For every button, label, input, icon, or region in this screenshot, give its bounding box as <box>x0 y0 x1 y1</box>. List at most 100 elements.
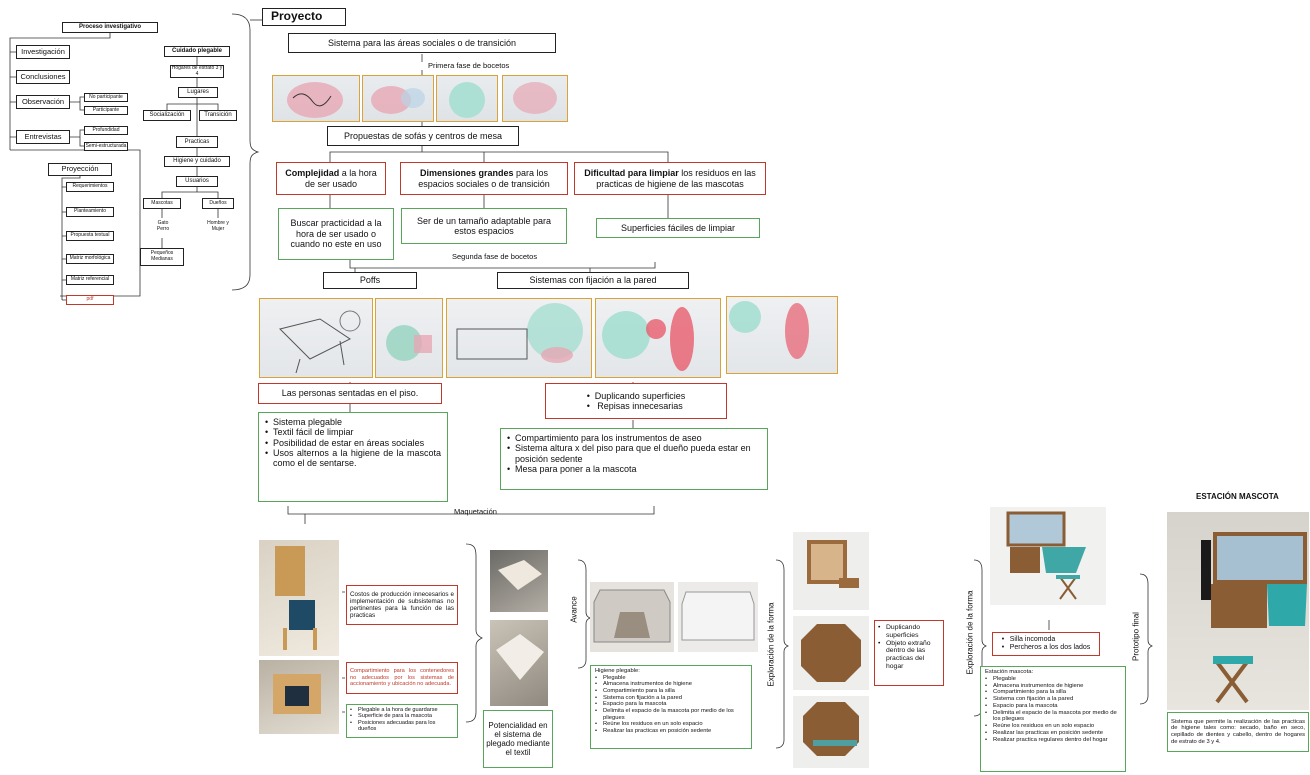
problem-dimensiones: Dimensiones grandes para los espacios so… <box>400 162 568 195</box>
costs-box: Costos de producción innecesarios e impl… <box>346 585 458 625</box>
solution-superficies: Superficies fáciles de limpiar <box>596 218 760 238</box>
avance-photo-1 <box>490 550 548 612</box>
red-mid-box: Duplicando superficies Objeto extraño de… <box>874 620 944 686</box>
problem-dificultad: Dificultad para limpiar los residuos en … <box>574 162 766 195</box>
red-mid-item: Duplicando superficies <box>878 624 940 640</box>
maqueta-photo-2 <box>259 660 339 734</box>
project-title: Proyecto <box>262 8 346 26</box>
higiene-item: Realizar las practicas en posición seden… <box>595 728 747 735</box>
problem-3-bold: Dificultad para limpiar <box>584 168 679 179</box>
node-observacion: Observación <box>16 95 70 109</box>
problem-1-rest: a la hora de ser usado <box>304 168 377 189</box>
problem-2-bold: Dimensiones grandes <box>419 168 514 179</box>
node-duenos: Dueños <box>202 198 234 209</box>
green-small-item: Plegable a la hora de guardarse <box>350 707 454 714</box>
dup-item-2: Repisas innecesarias <box>587 401 686 412</box>
problem-2-rest: para los espacios sociales o de transici… <box>418 168 550 189</box>
node-cuidado-plegable: Cuidado plegable <box>164 46 230 57</box>
node-socializacion: Socialización <box>143 110 191 121</box>
second-phase-label: Segunda fase de bocetos <box>452 252 538 261</box>
node-transicion: Transición <box>199 110 237 121</box>
node-profundidad: Profundidad <box>84 126 128 135</box>
silla-item: Percheros a los dos lados <box>1002 644 1091 652</box>
node-investigacion: Investigación <box>16 45 70 59</box>
node-propuesta-textual: Propuesta textual <box>66 231 114 241</box>
solution-tamano: Ser de un tamaño adaptable para estos es… <box>401 208 567 244</box>
higiene-render-2 <box>678 582 758 652</box>
avance-label: Avance <box>569 596 579 623</box>
people-floor-box: Las personas sentadas en el piso. <box>258 383 442 404</box>
node-entrevistas: Entrevistas <box>16 130 70 144</box>
problem-1-bold: Complejidad <box>285 168 340 179</box>
prototipo-label: Prototipo final <box>1131 612 1141 661</box>
node-matriz-referencial: Matriz referencial <box>66 275 114 285</box>
higiene-title: Higiene plegable: <box>595 668 640 674</box>
higiene-item: Almacena instrumentos de higiene <box>595 681 747 688</box>
node-lugares: Lugares <box>178 87 218 98</box>
node-proyeccion: Proyección <box>48 163 112 176</box>
estacion-item: Sistema con fijación a la pared <box>985 696 1121 703</box>
node-practicas: Practicas <box>176 136 218 148</box>
silla-item: Silla incomoda <box>1002 636 1091 644</box>
node-pdf: pdf <box>66 295 114 305</box>
sketch-3 <box>436 75 498 122</box>
potencialidad-box: Potencialidad en el sistema de plegado m… <box>483 710 553 768</box>
dup-box: Duplicando superficies Repisas innecesar… <box>545 383 727 419</box>
node-participante: Participante <box>84 106 128 115</box>
estacion-item: Plegable <box>985 676 1121 683</box>
exploracion-label-2: Exploración de la forma <box>965 590 975 675</box>
green-small-item: Superficie de para la mascota <box>350 713 454 720</box>
root-node: Proceso investigativo <box>62 22 158 33</box>
sketch-7 <box>446 298 592 378</box>
estacion-item: Compartimiento para la silla <box>985 689 1121 696</box>
node-conclusiones: Conclusiones <box>16 70 70 84</box>
wall-box: Sistemas con fijación a la pared <box>497 272 689 289</box>
problem-complejidad: Complejidad a la hora de ser usado <box>276 162 386 195</box>
node-usuarios: Usuarios <box>176 176 218 187</box>
node-pequenos-medianas: Pequeños Medianas <box>140 248 184 266</box>
node-matriz-morfologica: Matriz morfológica <box>66 254 114 264</box>
estacion-item: Realizar practica regulares dentro del h… <box>985 737 1121 744</box>
avance-photo-2 <box>490 620 548 706</box>
green-small-item: Posiciones adecuadas para los dueños <box>350 720 454 733</box>
node-requerimientos: Requerimientos <box>66 182 114 192</box>
sketch-2 <box>362 75 434 122</box>
higiene-item: Espacio para la mascota <box>595 701 747 708</box>
text-gato-perro: Gato Perro <box>156 220 170 232</box>
maqueta-photo-1 <box>259 540 339 656</box>
final-desc-box: Sistema que permite la realización de la… <box>1167 712 1309 752</box>
estacion-item: Espacio para la mascota <box>985 703 1121 710</box>
node-no-participante: No participante <box>84 93 128 102</box>
higiene-box: Higiene plegable: Plegable Almacena inst… <box>590 665 752 749</box>
comp-box: Compartimiento para los contenedores no … <box>346 662 458 694</box>
dup-item-1: Duplicando superficies <box>587 391 686 402</box>
right-list-item: Mesa para poner a la mascota <box>507 464 761 475</box>
explore-render-2 <box>793 616 869 690</box>
higiene-item: Sistema con fijación a la pared <box>595 695 747 702</box>
higiene-render-1 <box>590 582 674 652</box>
right-list-item: Sistema altura x del piso para que el du… <box>507 443 761 464</box>
sketch-4 <box>502 75 568 122</box>
higiene-item: Reúne los residuos en un solo espacio <box>595 721 747 728</box>
proposals-box: Propuestas de sofás y centros de mesa <box>327 126 519 146</box>
estacion-box: Estación mascota: Plegable Almacena inst… <box>980 666 1126 772</box>
node-hogares: Hogares de estrato 3 y 4 <box>170 64 224 78</box>
sketch-9 <box>726 296 838 374</box>
final-title: ESTACIÓN MASCOTA <box>1196 492 1279 501</box>
higiene-item: Delimita el espacio de la mascota por me… <box>595 708 747 721</box>
silla-box: Silla incomoda Percheros a los dos lados <box>992 632 1100 656</box>
poffs-box: Poffs <box>323 272 417 289</box>
sketch-1 <box>272 75 360 122</box>
left-list-item: Textil fácil de limpiar <box>265 427 441 438</box>
node-semi-estructurada: Semi-estructurada <box>84 142 128 151</box>
node-higiene-cuidado: Higiene y cuidado <box>164 156 230 167</box>
green-small-box: Plegable a la hora de guardarse Superfic… <box>346 704 458 738</box>
estacion-render <box>990 507 1106 605</box>
estacion-item: Delimita el espacio de la mascota por me… <box>985 710 1121 724</box>
node-mascotas: Mascotas <box>143 198 181 209</box>
higiene-item: Compartimiento para la silla <box>595 688 747 695</box>
left-list-item: Posibilidad de estar en áreas sociales <box>265 438 441 449</box>
text-hombre-mujer: Hombre y Mujer <box>207 220 229 232</box>
right-list-item: Compartimiento para los instrumentos de … <box>507 433 761 444</box>
left-list-item: Usos alternos a la higiene de la mascota… <box>265 448 441 469</box>
